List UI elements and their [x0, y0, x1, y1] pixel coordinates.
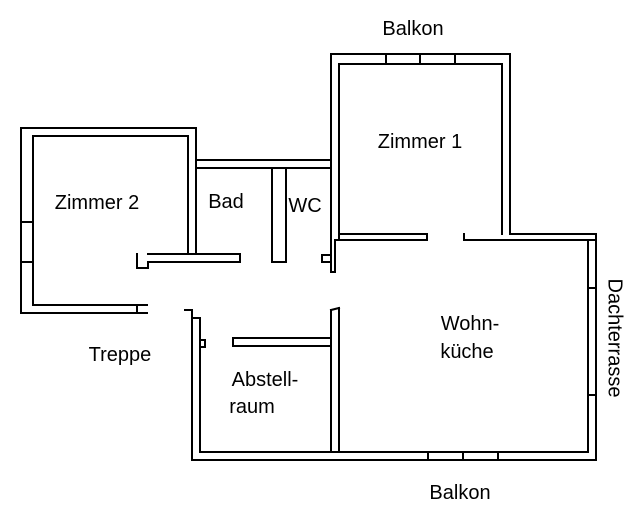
wall-bottom-outer [184, 309, 597, 461]
wall-zimmer2-outer [20, 127, 197, 314]
label-wc: WC [288, 195, 321, 217]
label-treppe: Treppe [89, 344, 152, 366]
wall-abstellraum-right [330, 307, 340, 453]
label-wohnkueche-1: Wohn- [441, 313, 500, 335]
wall-bad-top [195, 159, 332, 169]
wall-zimmer2-inner [32, 135, 189, 306]
label-abstellraum-2: raum [229, 396, 275, 418]
wall-wohnkueche-left-stub [329, 306, 341, 312]
wall-wohnkueche-right [587, 233, 597, 461]
label-bad: Bad [208, 191, 244, 213]
wall-zimmer1-bottom [338, 231, 597, 241]
wall-zimmer2-door-stub [136, 253, 241, 314]
wall-zimmer1-outer [330, 53, 597, 235]
label-balkon-top: Balkon [382, 18, 443, 40]
wall-wc-bottom [330, 239, 340, 273]
label-abstellraum-1: Abstell- [232, 369, 299, 391]
label-balkon-bottom: Balkon [429, 482, 490, 504]
wall-stair-stub [191, 309, 206, 348]
label-wohnkueche-2: küche [440, 341, 493, 363]
label-zimmer1: Zimmer 1 [378, 131, 462, 153]
wall-bottom-inner [199, 319, 589, 453]
wall-bad-right [271, 167, 287, 263]
label-dachterrasse: Dachterrasse [604, 279, 626, 398]
wall-wc-right [321, 167, 332, 263]
room-labels: Balkon Zimmer 1 Zimmer 2 Bad WC Wohn- kü… [55, 18, 626, 504]
wall-abstellraum-top [232, 337, 332, 347]
walls [20, 53, 597, 461]
label-zimmer2: Zimmer 2 [55, 192, 139, 214]
